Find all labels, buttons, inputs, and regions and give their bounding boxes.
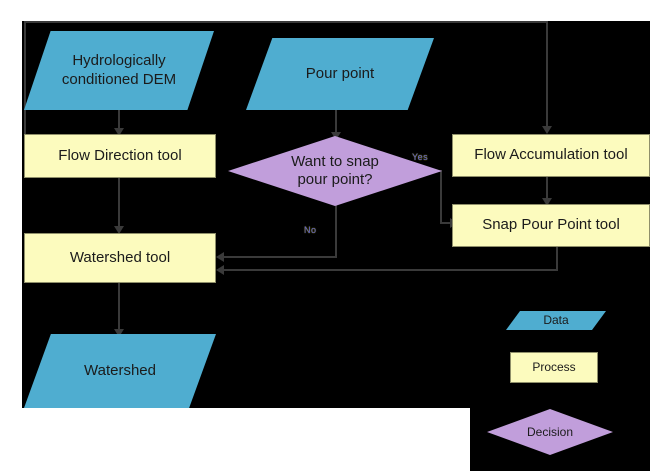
connector-yes-drop	[440, 170, 442, 224]
node-flow-accumulation-tool[interactable]: Flow Accumulation tool	[452, 134, 650, 177]
node-label-flow-direction-tool: Flow Direction tool	[58, 146, 182, 164]
legend-label-data: Data	[543, 313, 569, 328]
arrowhead-no-into-watershedtool	[216, 252, 224, 262]
node-label-decision: Want to snap pour point?	[291, 152, 379, 188]
arrowhead-flowdirection-to-watershedtool	[114, 226, 124, 234]
arrowhead-flowaccumulation-to-snap	[542, 198, 552, 206]
node-label-pour-point: Pour point	[305, 64, 375, 82]
connector-no-into-watershedtool	[222, 256, 337, 258]
node-label-dem: Hydrologically conditioned DEM	[61, 52, 177, 88]
node-label-watershed: Watershed	[84, 361, 156, 379]
connector-dem-to-flowdirection	[118, 110, 120, 132]
node-hydrologically-conditioned-dem[interactable]: Hydrologically conditioned DEM	[24, 31, 214, 110]
arrowhead-to-flowaccumulation	[542, 126, 552, 134]
connector-flowaccumulation-to-snap	[546, 177, 548, 201]
connector-pourpoint-to-decision	[335, 110, 337, 136]
arrowhead-pourpoint-to-decision	[331, 132, 341, 140]
node-snap-pour-point-tool[interactable]: Snap Pour Point tool	[452, 204, 650, 247]
connector-top-rail	[24, 21, 548, 23]
connector-flowdirection-to-watershedtool	[118, 178, 120, 228]
connector-snap-drop	[556, 247, 558, 271]
legend-item-process: Process	[510, 352, 598, 383]
connector-no-drop	[335, 204, 337, 258]
node-label-snap-pour-point-tool: Snap Pour Point tool	[482, 216, 620, 234]
node-watershed[interactable]: Watershed	[24, 334, 216, 408]
legend-item-data: Data	[506, 311, 606, 330]
node-watershed-tool[interactable]: Watershed tool	[24, 233, 216, 283]
node-label-flow-accumulation-tool: Flow Accumulation tool	[474, 146, 628, 164]
arrowhead-watershedtool-to-watershed	[114, 329, 124, 337]
legend-label-process: Process	[532, 360, 576, 375]
legend-label-decision: Decision	[526, 424, 574, 439]
node-pour-point[interactable]: Pour point	[246, 38, 434, 110]
connector-flowdirection-riser	[24, 21, 26, 157]
node-label-watershed-tool: Watershed tool	[69, 248, 171, 266]
arrowhead-dem-to-flowdirection	[114, 128, 124, 136]
branch-label-no: No	[304, 225, 317, 235]
connector-snap-into-watershedtool	[222, 269, 558, 271]
node-flow-direction-tool[interactable]: Flow Direction tool	[24, 134, 216, 178]
branch-label-yes: Yes	[412, 152, 429, 162]
arrowhead-snap-into-watershedtool	[216, 265, 224, 275]
connector-yes-into-snap	[440, 222, 452, 224]
connector-to-flowaccumulation	[546, 21, 548, 129]
connector-watershedtool-to-watershed	[118, 283, 120, 331]
